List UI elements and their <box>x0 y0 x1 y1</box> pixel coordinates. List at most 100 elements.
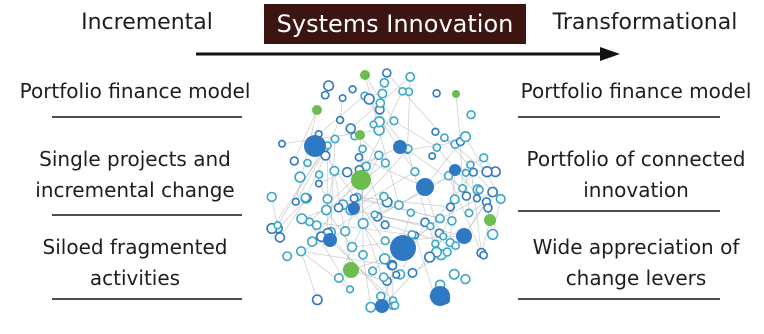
network-node <box>439 232 448 241</box>
network-node <box>358 249 368 260</box>
network-edge <box>329 239 394 301</box>
network-node <box>306 236 318 247</box>
network-node <box>407 267 418 278</box>
network-node <box>357 217 369 230</box>
network-node <box>296 213 308 225</box>
network-node <box>464 208 474 218</box>
network-node <box>426 222 435 231</box>
network-node <box>273 221 282 230</box>
network-node <box>311 294 323 306</box>
network-edge <box>362 254 372 308</box>
network-edge <box>271 145 328 229</box>
network-node <box>448 268 460 280</box>
right-item-change-levers: Wide appreciation of change levers <box>504 232 764 294</box>
network-node <box>392 270 401 279</box>
network-node <box>300 192 311 203</box>
network-node <box>345 285 355 294</box>
network-node <box>380 220 390 230</box>
network-node <box>447 216 457 226</box>
network-node <box>460 274 471 285</box>
network-node <box>330 134 340 144</box>
left-item-single-projects: Single projects and incremental change <box>0 144 270 206</box>
network-node <box>320 150 331 161</box>
network-node <box>377 88 388 99</box>
network-node <box>410 166 420 177</box>
network-edge <box>407 149 437 253</box>
network-green-node <box>312 105 322 115</box>
network-node <box>338 94 347 103</box>
network-node <box>311 220 322 231</box>
network-hub-node <box>456 228 472 244</box>
network-green-node <box>343 262 359 278</box>
network-node <box>314 179 323 188</box>
network-edge <box>330 139 336 233</box>
right-item-line: Wide appreciation of <box>532 235 740 259</box>
network-edge <box>279 197 308 238</box>
network-node <box>459 131 472 143</box>
transformational-label: Transformational <box>552 10 738 35</box>
network-hub-node <box>304 135 326 157</box>
network-node <box>479 250 488 260</box>
network-edge <box>358 157 426 188</box>
network-edge <box>300 251 351 290</box>
network-node <box>380 236 390 246</box>
network-green-node <box>484 214 496 226</box>
network-edge <box>327 196 385 234</box>
network-node <box>407 230 417 240</box>
network-node <box>379 191 389 202</box>
network-node <box>322 193 333 205</box>
network-hub-node <box>449 164 461 176</box>
network-hub-node <box>348 202 360 214</box>
network-edge <box>351 209 431 227</box>
network-node <box>378 253 391 265</box>
network-edge <box>407 149 463 189</box>
network-edge <box>277 197 308 229</box>
network-node <box>487 228 499 241</box>
network-edge <box>277 146 325 226</box>
right-item-line: Portfolio finance model <box>520 79 752 103</box>
left-item-line: Single projects and <box>39 147 231 171</box>
network-green-node <box>360 70 370 80</box>
network-node <box>445 202 455 212</box>
network-edge <box>318 95 365 135</box>
right-divider <box>518 116 720 118</box>
network-node <box>333 202 344 213</box>
network-hub-node <box>416 178 434 196</box>
network-edge <box>439 191 493 219</box>
left-item-line: activities <box>89 266 181 290</box>
network-node <box>289 156 299 166</box>
network-edge <box>300 251 318 300</box>
network-node <box>466 109 476 120</box>
network-node <box>274 232 286 243</box>
network-edge <box>344 155 380 232</box>
network-edge <box>374 214 465 237</box>
network-node <box>320 90 330 100</box>
network-node <box>481 165 493 178</box>
network-green-node <box>355 130 365 140</box>
network-node <box>333 273 344 284</box>
network-node <box>363 93 375 105</box>
network-node <box>428 152 437 161</box>
network-edge <box>325 209 353 248</box>
network-node <box>346 241 358 253</box>
network-node <box>367 266 378 276</box>
network-node <box>374 150 384 161</box>
network-edge <box>377 175 449 218</box>
network-edge <box>353 149 408 209</box>
network-node <box>291 197 300 207</box>
network-node <box>387 261 398 271</box>
network-nodes <box>266 68 506 313</box>
network-node <box>378 272 389 283</box>
network-node <box>398 86 407 96</box>
network-node <box>458 183 467 193</box>
network-hub-node <box>390 235 416 261</box>
network-node <box>370 210 379 219</box>
network-edge <box>364 74 395 122</box>
network-node <box>472 194 482 203</box>
left-divider <box>52 116 242 118</box>
network-node <box>295 246 307 257</box>
network-node <box>466 160 475 170</box>
network-hub-node <box>323 233 337 247</box>
network-node <box>375 98 386 108</box>
network-node <box>495 193 506 205</box>
